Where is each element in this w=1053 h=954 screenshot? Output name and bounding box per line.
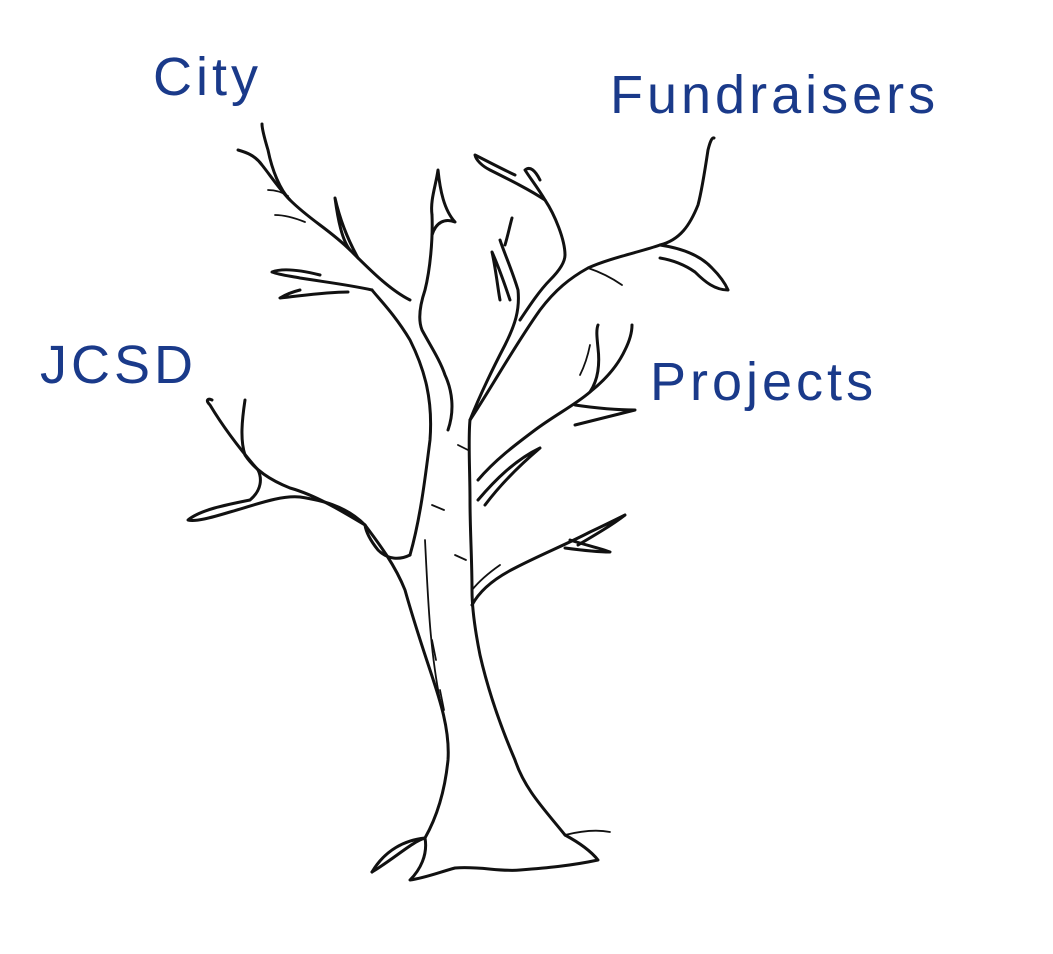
branch-projects-fork [588,323,634,394]
tree-bark-mark-3 [457,444,469,451]
tree-bark-mark-4 [431,504,445,511]
tree-root-left [370,836,427,874]
tree-bark-mark-5 [454,554,467,561]
branch-city-twig-1 [236,148,292,202]
branch-center-upper [468,238,520,422]
branch-fundraisers-twig [587,267,623,286]
branch-fundraisers-right [658,243,730,292]
tree-bark-mark-2 [439,689,445,711]
branch-fundraisers-left [473,153,547,202]
branch-city-twig-3 [270,268,374,292]
tree-trunk-left [363,523,450,840]
branch-center-upper-fork [490,250,512,302]
branch-projects [476,323,601,482]
branch-city-twig-4 [278,288,350,300]
tree-trunk-right [467,418,567,837]
tree-root-right-flare [564,829,611,836]
branch-jcsd [240,398,367,527]
branch-projects-twig-2 [476,446,542,507]
limb-fundraisers-upper [518,166,567,322]
label-fundraisers: Fundraisers [610,65,940,125]
tree-bark-mark-1 [431,639,437,661]
branch-city-twig-6 [274,214,306,223]
limb-fundraisers-lower [468,136,716,422]
label-city: City [153,47,262,107]
branch-lower-right-twig [563,538,612,554]
tree-trunk-inner [424,539,441,701]
branch-jcsd-lower [186,397,367,527]
branch-lower-right-inner [471,564,501,591]
limb-city-left [370,288,433,557]
branch-projects-twig-1 [573,403,637,427]
label-jcsd: JCSD [40,335,198,395]
label-projects: Projects [650,352,878,412]
branch-center-upper-twig [503,216,514,247]
branch-city-top-fork [430,168,457,237]
branch-lower-right [470,513,627,607]
branch-city-twig-5 [267,189,289,197]
branch-jcsd-junction [363,523,412,560]
limb-city-right [418,213,454,432]
branch-projects-twig-3 [579,344,591,376]
branch-city-twig-2 [333,196,360,260]
